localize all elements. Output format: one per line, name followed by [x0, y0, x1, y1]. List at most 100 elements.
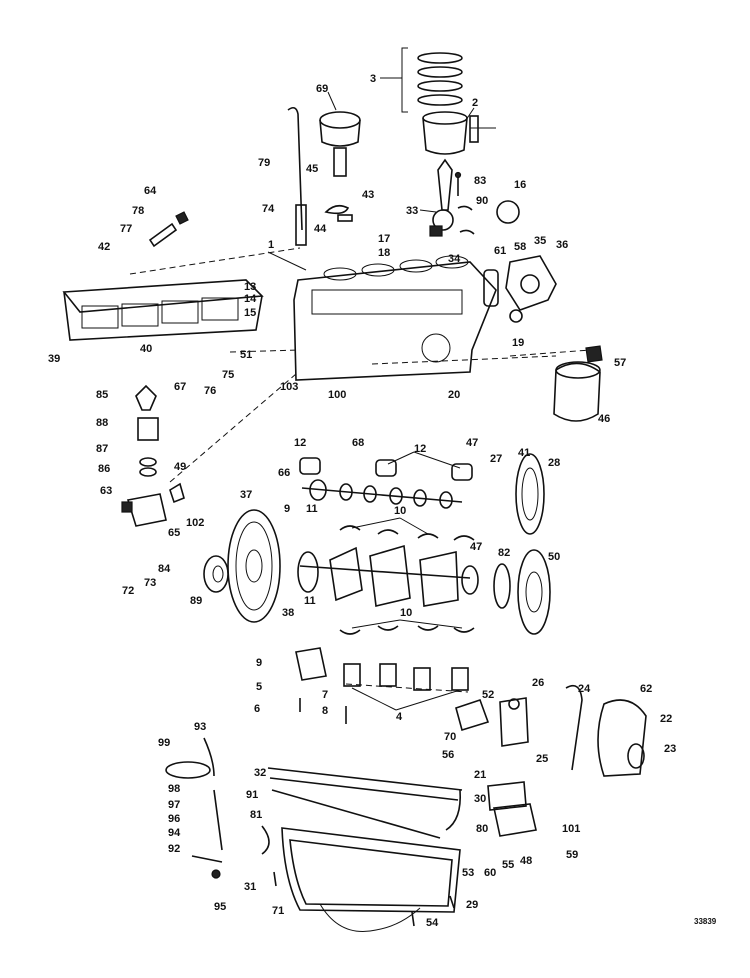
label-5: 5: [256, 681, 262, 693]
label-90: 90: [476, 195, 488, 207]
label-84: 84: [158, 563, 171, 575]
label-58: 58: [514, 241, 526, 253]
label-4: 4: [396, 711, 403, 723]
label-3: 3: [370, 73, 376, 85]
label-32: 32: [254, 767, 266, 779]
timing-cover: [565, 684, 647, 777]
label-76: 76: [204, 385, 216, 397]
label-87: 87: [96, 443, 108, 455]
label-25: 25: [536, 753, 548, 765]
rear-seal: [445, 789, 462, 831]
label-46: 46: [598, 413, 610, 425]
label-52: 52: [482, 689, 494, 701]
label-11b: 11: [304, 595, 316, 607]
rod-bolt: [454, 171, 462, 196]
label-92: 92: [168, 843, 180, 855]
label-22: 22: [660, 713, 672, 725]
label-59: 59: [566, 849, 578, 861]
label-83: 83: [474, 175, 486, 187]
label-47a: 47: [466, 437, 478, 449]
label-70: 70: [444, 731, 456, 743]
label-54: 54: [426, 917, 439, 929]
label-93: 93: [194, 721, 206, 733]
label-89: 89: [190, 595, 202, 607]
label-33: 33: [406, 205, 418, 217]
label-29: 29: [466, 899, 478, 911]
label-47b: 47: [470, 541, 482, 553]
label-14: 14: [244, 293, 257, 305]
label-38: 38: [282, 607, 294, 619]
label-24: 24: [578, 683, 591, 695]
label-49: 49: [174, 461, 186, 473]
connecting-rod: [419, 158, 454, 237]
crank-flange: [203, 555, 229, 593]
oil-pump: [121, 384, 185, 527]
label-68: 68: [352, 437, 364, 449]
label-91: 91: [246, 789, 258, 801]
cam-gear: [515, 453, 545, 535]
label-7: 7: [322, 689, 328, 701]
callout-labels: 3 2 69 79 45 83 16 64 43 90 74 78 33 44 …: [48, 73, 717, 929]
pickup-plate: [487, 781, 537, 837]
label-97: 97: [168, 799, 180, 811]
rear-bearing-cap: [295, 647, 327, 681]
label-12b: 12: [414, 443, 426, 455]
label-79: 79: [258, 157, 270, 169]
distributor: [319, 91, 361, 177]
label-48: 48: [520, 855, 532, 867]
label-9b: 9: [256, 657, 262, 669]
harmonic-balancer: [517, 549, 551, 635]
label-23: 23: [664, 743, 676, 755]
label-10a: 10: [394, 505, 406, 517]
valve-cover: [62, 279, 264, 341]
label-1: 1: [268, 239, 274, 251]
piston: [422, 107, 496, 155]
label-40: 40: [140, 343, 152, 355]
label-60: 60: [484, 867, 496, 879]
bearing-caps: [343, 663, 469, 691]
label-100: 100: [328, 389, 346, 401]
label-77: 77: [120, 223, 132, 235]
label-37: 37: [240, 489, 252, 501]
label-96: 96: [168, 813, 180, 825]
label-73: 73: [144, 577, 156, 589]
label-71: 71: [272, 905, 284, 917]
label-81: 81: [250, 809, 262, 821]
dipstick-tube: [165, 737, 223, 879]
rod-bearing: [457, 205, 475, 235]
label-28: 28: [548, 457, 560, 469]
label-leaders: [267, 251, 463, 711]
label-55: 55: [502, 859, 514, 871]
dipstick: [287, 106, 307, 246]
label-69: 69: [316, 83, 328, 95]
label-43: 43: [362, 189, 374, 201]
label-36: 36: [556, 239, 568, 251]
main-bearings: [339, 525, 475, 635]
water-pump: [505, 255, 557, 323]
label-30: 30: [474, 793, 486, 805]
label-44: 44: [314, 223, 327, 235]
label-64: 64: [144, 185, 157, 197]
label-62: 62: [640, 683, 652, 695]
label-12a: 12: [294, 437, 306, 449]
label-95: 95: [214, 901, 226, 913]
label-94: 94: [168, 827, 181, 839]
pan-gasket: [267, 767, 463, 839]
label-56: 56: [442, 749, 454, 761]
label-9a: 9: [284, 503, 290, 515]
label-42: 42: [98, 241, 110, 253]
label-86: 86: [98, 463, 110, 475]
label-102: 102: [186, 517, 204, 529]
crankshaft: [297, 544, 479, 607]
label-16: 16: [514, 179, 526, 191]
label-65: 65: [168, 527, 180, 539]
label-27: 27: [490, 453, 502, 465]
label-39: 39: [48, 353, 60, 365]
figure-reference-number: 33839: [694, 917, 717, 926]
label-78: 78: [132, 205, 144, 217]
oil-filter: [553, 361, 601, 422]
oil-pan: [281, 827, 461, 932]
cam-bearing: [299, 457, 473, 481]
label-20: 20: [448, 389, 460, 401]
label-35: 35: [534, 235, 546, 247]
